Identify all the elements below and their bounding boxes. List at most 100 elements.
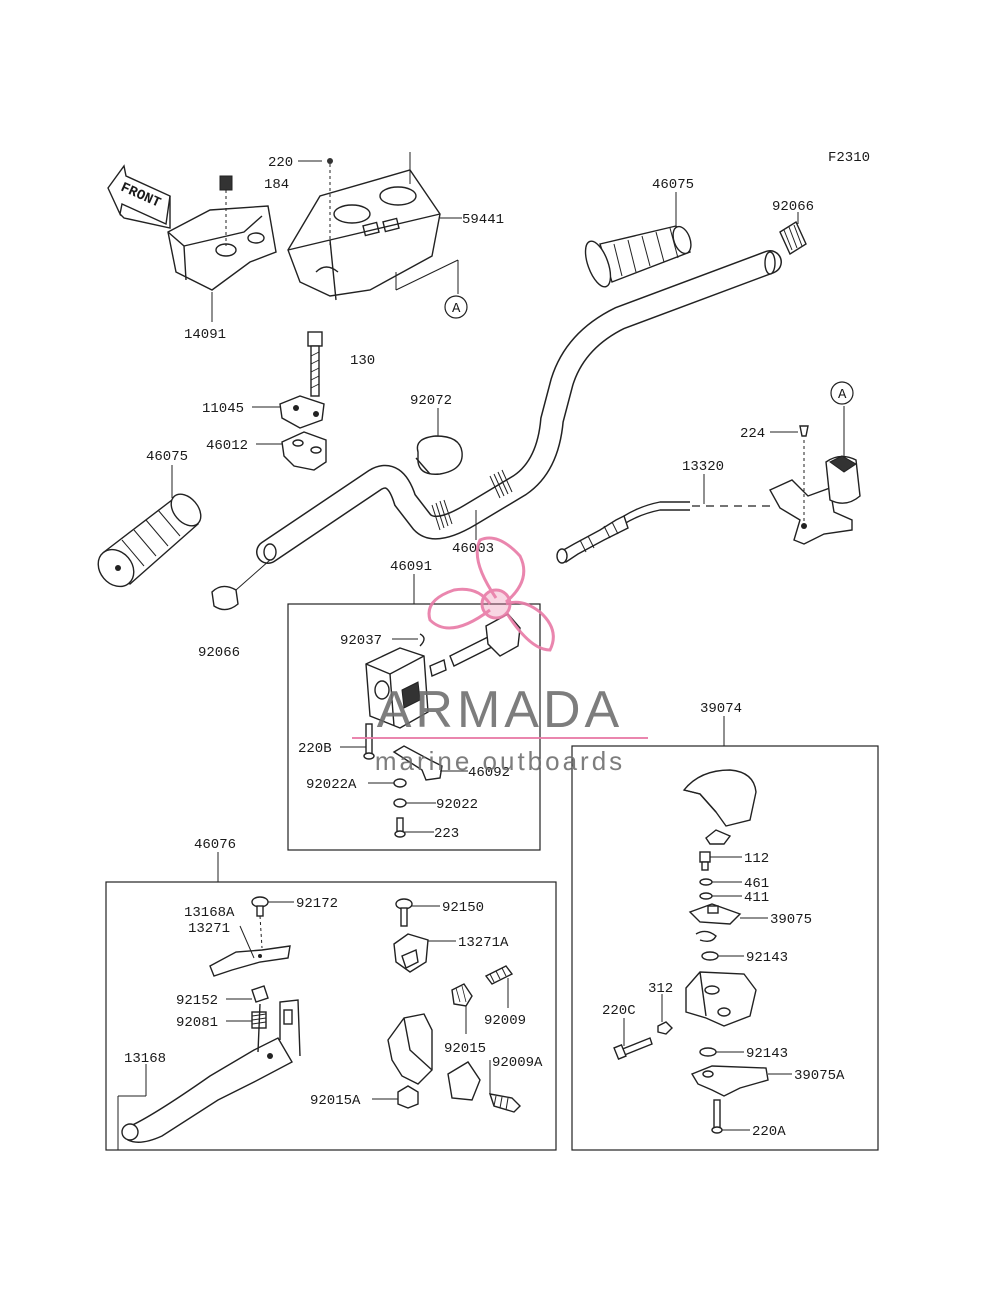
nut-312 [657,994,673,1035]
washer-92143-bottom [699,1047,717,1057]
lever-46092 [392,745,468,781]
screw-220 [298,158,333,246]
label-13271: 13271 [188,921,230,937]
label-220b: 220B [298,741,332,757]
bolt-130 [307,331,323,397]
washer-92143-top [701,951,719,961]
holder-lower-46012 [281,431,327,471]
holder-upper-11045 [279,395,325,429]
switch-housing-46091 [365,613,521,729]
bracket-13271a [393,933,456,973]
label-11045: 11045 [202,401,244,417]
label-14091: 14091 [184,327,226,343]
label-92015a: 92015A [310,1093,361,1109]
label-92152: 92152 [176,993,218,1009]
front-arrow-icon: FRONT [107,164,171,229]
throttle-housing: A [769,381,861,545]
label-92081: 92081 [176,1015,218,1031]
end-cap-left-92066 [211,559,271,611]
band-clamp-92072 [415,408,463,475]
label-46092: 46092 [468,765,510,781]
label-13320: 13320 [682,459,724,475]
end-cap-right-92066 [779,212,807,256]
watermark-brand: ARMADA [377,681,623,739]
lever-assembly-box-46076 [105,881,557,1151]
label-92150: 92150 [442,900,484,916]
label-39075: 39075 [770,912,812,928]
label-39074: 39074 [700,701,742,717]
label-411: 411 [744,890,769,906]
screw-223 [394,817,434,838]
label-92066-right: 92066 [772,199,814,215]
plate-39075a [690,1065,792,1097]
label-59441: 59441 [462,212,504,228]
adjuster-92009 [484,965,514,1008]
label-46003: 46003 [452,541,494,557]
label-13168: 13168 [124,1051,166,1067]
nut-92015 [451,983,473,1034]
label-46075-left: 46075 [146,449,188,465]
label-92072: 92072 [410,393,452,409]
spring-clip [695,930,717,943]
label-92015: 92015 [444,1041,486,1057]
circlip-461 [699,878,713,886]
label-220a: 220A [752,1124,786,1140]
label-92022: 92022 [436,797,478,813]
callout-a-top: A [452,301,461,317]
cover-39074 [682,769,757,827]
label-92022a: 92022A [306,777,357,793]
callout-a-right: A [838,387,847,403]
label-46012: 46012 [206,438,248,454]
grip-right-46075 [584,225,692,288]
throttle-cable-13320 [556,474,770,564]
label-224: 224 [740,426,765,442]
bush-92152 [226,985,269,1003]
bolt-220c [613,1018,653,1060]
label-92172: 92172 [296,896,338,912]
propeller-logo-icon [427,536,555,652]
nut-92015a [372,1085,419,1109]
lever-13168 [117,999,301,1150]
washer-92022 [393,798,407,808]
label-13271a: 13271A [458,935,509,951]
label-46075-right: 46075 [652,177,694,193]
spring-part [705,829,732,845]
label-220: 220 [268,155,293,171]
bolt-92150 [395,898,440,927]
label-312: 312 [648,981,673,997]
lever-holder [685,971,757,1027]
screw-92172 [251,896,294,949]
label-92009: 92009 [484,1013,526,1029]
label-92143-bottom: 92143 [746,1046,788,1062]
bracket-14091 [167,175,277,291]
screw-220b [340,723,375,760]
figure-code: F2310 [828,150,870,166]
label-220c: 220C [602,1003,636,1019]
label-13168a: 13168A [184,905,235,921]
bolt-112 [699,851,742,871]
label-461: 461 [744,876,769,892]
plate-39075 [688,903,768,925]
label-112: 112 [744,851,769,867]
label-46076: 46076 [194,837,236,853]
label-92066-left: 92066 [198,645,240,661]
lever-holder-46076 [387,1013,521,1113]
label-39075a: 39075A [794,1068,845,1084]
label-46091: 46091 [390,559,432,575]
lever-assembly-box-39074 [571,745,879,1151]
washer-411 [699,892,713,900]
label-92037: 92037 [340,633,382,649]
armada-watermark: ARMADA marine outboards [352,536,648,776]
label-92009a: 92009A [492,1055,543,1071]
label-223: 223 [434,826,459,842]
label-184: 184 [264,177,289,193]
handlebar-46003 [256,250,782,564]
label-92143-top: 92143 [746,950,788,966]
bracket-13271 [209,945,291,977]
watermark-tagline: marine outboards [375,746,625,776]
grip-left-46075 [97,493,202,588]
washer-92022a [393,778,407,788]
bolt-220a [711,1099,750,1134]
